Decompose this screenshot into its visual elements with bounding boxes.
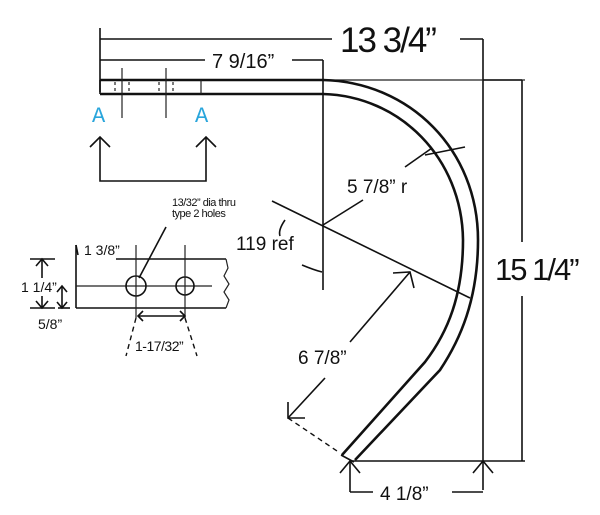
overall-width-dimension: 13 3/4” bbox=[99, 21, 484, 490]
section-label-left: A bbox=[92, 104, 106, 129]
bend-angle-label: 119 ref bbox=[236, 234, 294, 255]
bottom-offset-label: 4 1/8” bbox=[380, 484, 429, 505]
top-straight-tube bbox=[99, 68, 525, 118]
width-label: 1 1/4” bbox=[21, 279, 57, 295]
straight-length-dimension: 7 9/16” bbox=[100, 51, 324, 290]
bend-radius-label: 5 7/8” r bbox=[347, 177, 408, 198]
angled-leg-label: 6 7/8” bbox=[298, 348, 347, 369]
hole-note-line2: type 2 holes bbox=[172, 208, 226, 220]
first-hole-offset-label: 1 3/8” bbox=[84, 242, 120, 258]
hole-center-height-label: 5/8” bbox=[38, 316, 62, 332]
overall-height-dimension: 15 1/4” bbox=[483, 79, 581, 461]
hole-note-line1: 13/32” dia thru bbox=[172, 197, 236, 209]
hole-spacing-label: 1-17/32” bbox=[135, 338, 184, 354]
bottom-offset-dimension: 4 1/8” bbox=[339, 459, 525, 505]
section-label-right: A bbox=[195, 104, 209, 129]
angled-leg-dimension: 6 7/8” bbox=[287, 271, 415, 454]
overall-height-label: 15 1/4” bbox=[495, 252, 579, 287]
overall-width-label: 13 3/4” bbox=[340, 21, 436, 60]
hole-detail-view: 13/32” dia thru type 2 holes 1 3/8” 1 1/… bbox=[21, 197, 236, 357]
section-a-a-markers: A A bbox=[89, 104, 217, 182]
bend-angle-dimension: 119 ref bbox=[236, 200, 471, 299]
bend-radius-dimension: 5 7/8” r bbox=[322, 146, 466, 226]
straight-length-label: 7 9/16” bbox=[212, 51, 274, 73]
tube-bend bbox=[322, 78, 480, 463]
